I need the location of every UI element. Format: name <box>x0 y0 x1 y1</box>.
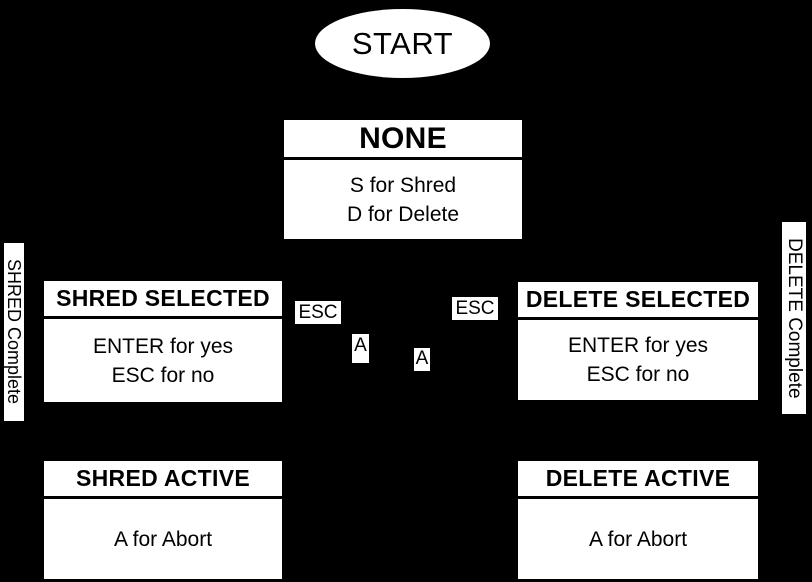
state-delete-selected-line-1: ENTER for yes <box>567 334 709 357</box>
state-delete-selected: DELETE SELECTED ENTER for yes ESC for no <box>518 282 758 400</box>
state-shred-selected-line-1: ENTER for yes <box>92 334 234 358</box>
state-delete-active-line-1: A for Abort <box>588 527 688 551</box>
state-shred-selected-title: SHRED SELECTED <box>44 281 282 319</box>
start-node-label: START <box>351 25 454 61</box>
state-delete-active: DELETE ACTIVE A for Abort <box>518 461 758 579</box>
state-shred-active-body: A for Abort <box>44 499 282 579</box>
transition-label-delete-complete: DELETE Complete <box>782 222 806 414</box>
state-none-title: NONE <box>284 120 522 160</box>
state-none: NONE S for Shred D for Delete <box>284 120 522 239</box>
state-delete-active-title: DELETE ACTIVE <box>518 461 758 499</box>
state-none-line-1: S for Shred <box>349 173 457 197</box>
state-shred-selected-line-2: ESC for no <box>111 363 215 387</box>
start-node: START <box>315 9 490 78</box>
state-none-line-2: D for Delete <box>346 202 460 226</box>
state-shred-selected-body: ENTER for yes ESC for no <box>44 319 282 402</box>
state-delete-active-body: A for Abort <box>518 499 758 579</box>
transition-label-shred-complete: SHRED Complete <box>4 243 24 421</box>
state-shred-active: SHRED ACTIVE A for Abort <box>44 461 282 579</box>
state-none-body: S for Shred D for Delete <box>284 160 522 239</box>
transition-label-a-left: A <box>352 334 369 363</box>
transition-label-a-right: A <box>414 348 430 371</box>
state-delete-selected-body: ENTER for yes ESC for no <box>518 320 758 400</box>
transition-label-esc-left: ESC <box>295 301 341 324</box>
state-shred-selected: SHRED SELECTED ENTER for yes ESC for no <box>44 281 282 402</box>
transition-label-esc-right: ESC <box>452 297 498 320</box>
state-delete-selected-line-2: ESC for no <box>586 363 690 386</box>
state-shred-active-title: SHRED ACTIVE <box>44 461 282 499</box>
state-delete-selected-title: DELETE SELECTED <box>518 282 758 320</box>
state-shred-active-line-1: A for Abort <box>113 527 213 551</box>
